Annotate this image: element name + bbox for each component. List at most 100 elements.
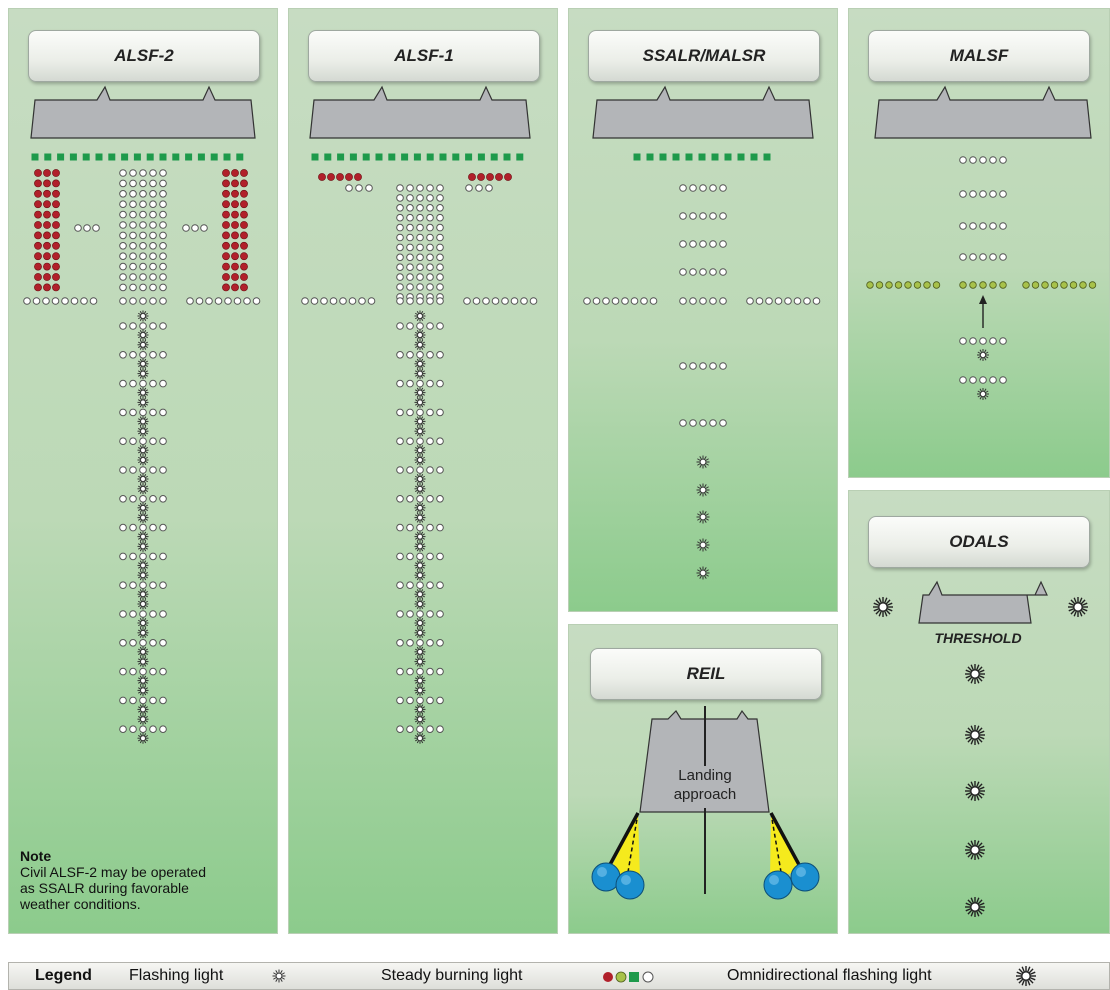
steady-white-light — [396, 495, 404, 503]
steady-white-light — [426, 581, 434, 590]
steady-yellow-green-light — [1088, 281, 1097, 289]
steady-green-light — [146, 153, 154, 161]
steady-yellow-green-light — [1069, 281, 1078, 289]
steady-red-light — [504, 173, 512, 181]
arrow-head — [979, 295, 987, 304]
flashing-light-icon — [414, 512, 426, 524]
steady-white-light — [396, 194, 404, 202]
steady-red-light — [222, 273, 230, 281]
alsf1-runway — [309, 85, 531, 139]
alsf2-runway — [30, 85, 256, 139]
steady-yellow-green-light — [1031, 281, 1040, 289]
steady-white-light — [416, 696, 424, 705]
steady-yellow-green-light — [885, 281, 893, 289]
flashing-light-icon — [414, 684, 426, 696]
steady-red-light — [222, 231, 230, 240]
steady-white-light — [416, 243, 424, 252]
steady-red-light — [52, 169, 60, 177]
steady-red-light — [240, 200, 248, 209]
steady-white-light — [436, 322, 444, 330]
steady-white-light — [426, 213, 434, 222]
steady-white-light — [426, 263, 434, 272]
steady-white-light — [679, 240, 687, 248]
steady-white-light — [959, 190, 967, 198]
steady-white-light — [119, 169, 127, 177]
steady-red-light — [34, 252, 42, 261]
steady-yellow-green-light — [989, 281, 997, 289]
title-reil: REIL — [590, 648, 822, 700]
flashing-light-icon — [414, 569, 426, 581]
steady-white-light — [70, 297, 79, 305]
steady-white-light — [149, 322, 157, 330]
steady-white-light — [529, 297, 538, 305]
flashing-light-icon — [414, 368, 426, 380]
steady-white-light — [475, 184, 483, 192]
steady-green-light — [337, 153, 345, 161]
reil-dash-right — [770, 812, 782, 873]
steady-white-light — [139, 262, 147, 271]
omnidirectional-flashing-light-icon — [965, 897, 985, 917]
steady-white-light — [139, 379, 147, 388]
steady-green-light — [362, 153, 370, 161]
steady-white-light — [719, 240, 727, 248]
steady-green-light — [388, 153, 396, 161]
steady-green-light — [349, 153, 357, 161]
steady-green-light — [477, 153, 485, 161]
steady-white-light — [406, 233, 414, 242]
landing-approach-label: Landing approach — [640, 766, 770, 804]
flashing-light-icon — [414, 617, 426, 629]
flashing-light-icon — [137, 588, 149, 600]
steady-yellow-green-light — [1041, 281, 1049, 289]
steady-white-light — [129, 379, 137, 388]
steady-green-light — [133, 153, 141, 161]
steady-white-light — [689, 240, 697, 248]
reil-light-right-inner — [763, 870, 793, 900]
flashing-light-icon — [414, 703, 426, 715]
flashing-light-icon — [414, 531, 426, 543]
steady-red-light — [336, 173, 344, 181]
steady-white-light — [583, 297, 591, 305]
omnidirectional-flashing-light-icon — [965, 840, 985, 860]
steady-white-light — [32, 297, 41, 305]
steady-white-light — [139, 252, 147, 261]
steady-white-light — [709, 212, 717, 220]
steady-white-light — [416, 466, 424, 474]
steady-white-light — [416, 725, 424, 734]
steady-white-light — [959, 222, 967, 230]
steady-white-light — [416, 437, 424, 446]
steady-green-light — [633, 153, 641, 161]
steady-red-light — [52, 262, 60, 271]
steady-white-light — [999, 222, 1007, 230]
steady-white-light — [426, 223, 434, 232]
steady-white-light — [139, 523, 147, 532]
steady-white-light — [139, 437, 147, 446]
steady-white-light — [406, 610, 414, 618]
steady-green-light — [197, 153, 205, 161]
omnidirectional-flashing-light-icon — [965, 664, 985, 684]
steady-white-light — [416, 283, 424, 291]
steady-white-light — [23, 297, 31, 305]
steady-green-light — [737, 153, 745, 161]
alsf2-lights — [23, 153, 261, 744]
steady-white-light — [416, 273, 424, 281]
steady-white-light — [979, 253, 987, 261]
steady-white-light — [396, 437, 404, 446]
title-odals: ODALS — [868, 516, 1090, 568]
steady-white-light — [396, 639, 404, 647]
steady-white-light — [969, 156, 977, 164]
steady-green-light — [672, 153, 680, 161]
steady-white-light — [345, 184, 353, 192]
steady-white-light — [436, 184, 444, 192]
steady-red-light — [52, 273, 60, 281]
steady-red-light — [240, 179, 248, 188]
steady-white-light — [416, 322, 424, 330]
steady-white-light — [139, 581, 147, 590]
note-line2: as SSALR during favorable — [20, 880, 189, 896]
steady-red-light — [52, 231, 60, 240]
flashing-light-icon — [414, 675, 426, 687]
steady-white-light — [426, 466, 434, 474]
steady-white-light — [149, 581, 157, 590]
steady-white-light — [149, 379, 157, 388]
flashing-light-icon — [414, 454, 426, 466]
steady-red-light — [231, 283, 239, 292]
